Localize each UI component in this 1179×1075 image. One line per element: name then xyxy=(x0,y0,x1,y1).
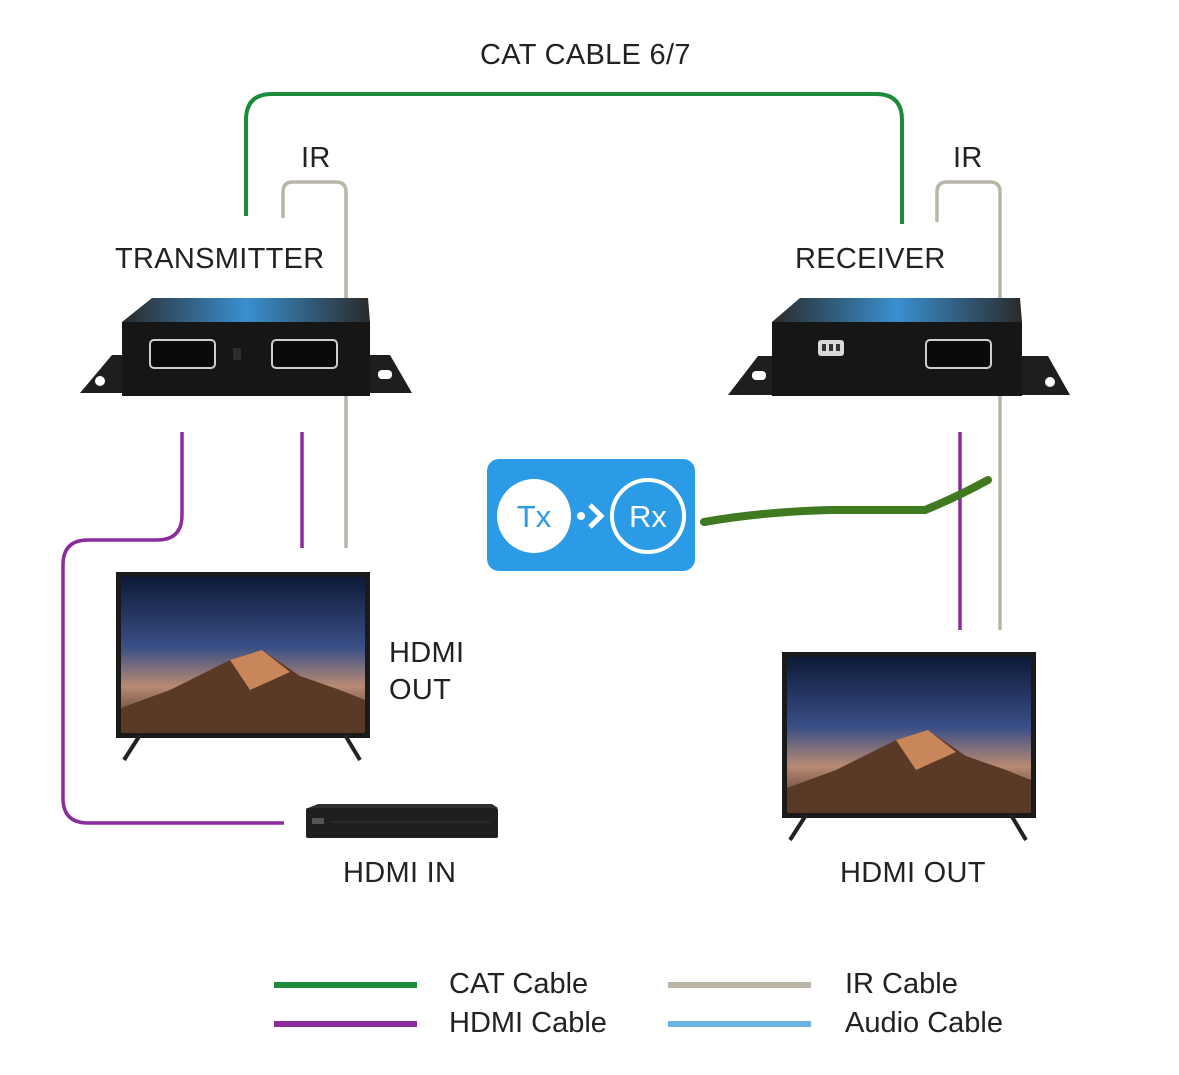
source-player-device xyxy=(306,804,498,838)
badge-tx-label: Tx xyxy=(517,499,552,534)
transmitter-label: TRANSMITTER xyxy=(115,243,325,275)
legend-label-ir: IR Cable xyxy=(845,968,958,1000)
ir-label-right: IR xyxy=(953,142,983,174)
hdmi-cable-source-loop xyxy=(61,432,284,825)
hdmi-out-left-line1: HDMI xyxy=(389,637,465,669)
annotation-connector-line xyxy=(700,476,992,526)
legend-label-audio: Audio Cable xyxy=(845,1007,1003,1039)
hdmi-in-label: HDMI IN xyxy=(343,857,457,889)
receiver-label: RECEIVER xyxy=(795,243,946,275)
ir-cable-right xyxy=(935,180,1002,630)
hdmi-out-right-label: HDMI OUT xyxy=(840,857,986,889)
tv-right xyxy=(782,652,1036,842)
tx-rx-badge: Tx Rx xyxy=(487,459,695,571)
receiver-device xyxy=(728,298,1070,396)
cat-cable-line xyxy=(244,92,904,224)
legend-label-cat: CAT Cable xyxy=(449,968,589,1000)
tv-left xyxy=(116,572,370,762)
ir-label-left: IR xyxy=(301,142,331,174)
hdmi-out-left-line2: OUT xyxy=(389,674,452,706)
transmitter-device xyxy=(80,298,412,396)
badge-rx-label: Rx xyxy=(629,499,667,534)
cat-cable-title: CAT CABLE 6/7 xyxy=(480,39,691,71)
legend-label-hdmi: HDMI Cable xyxy=(449,1007,607,1039)
ir-cable-left xyxy=(281,180,348,548)
